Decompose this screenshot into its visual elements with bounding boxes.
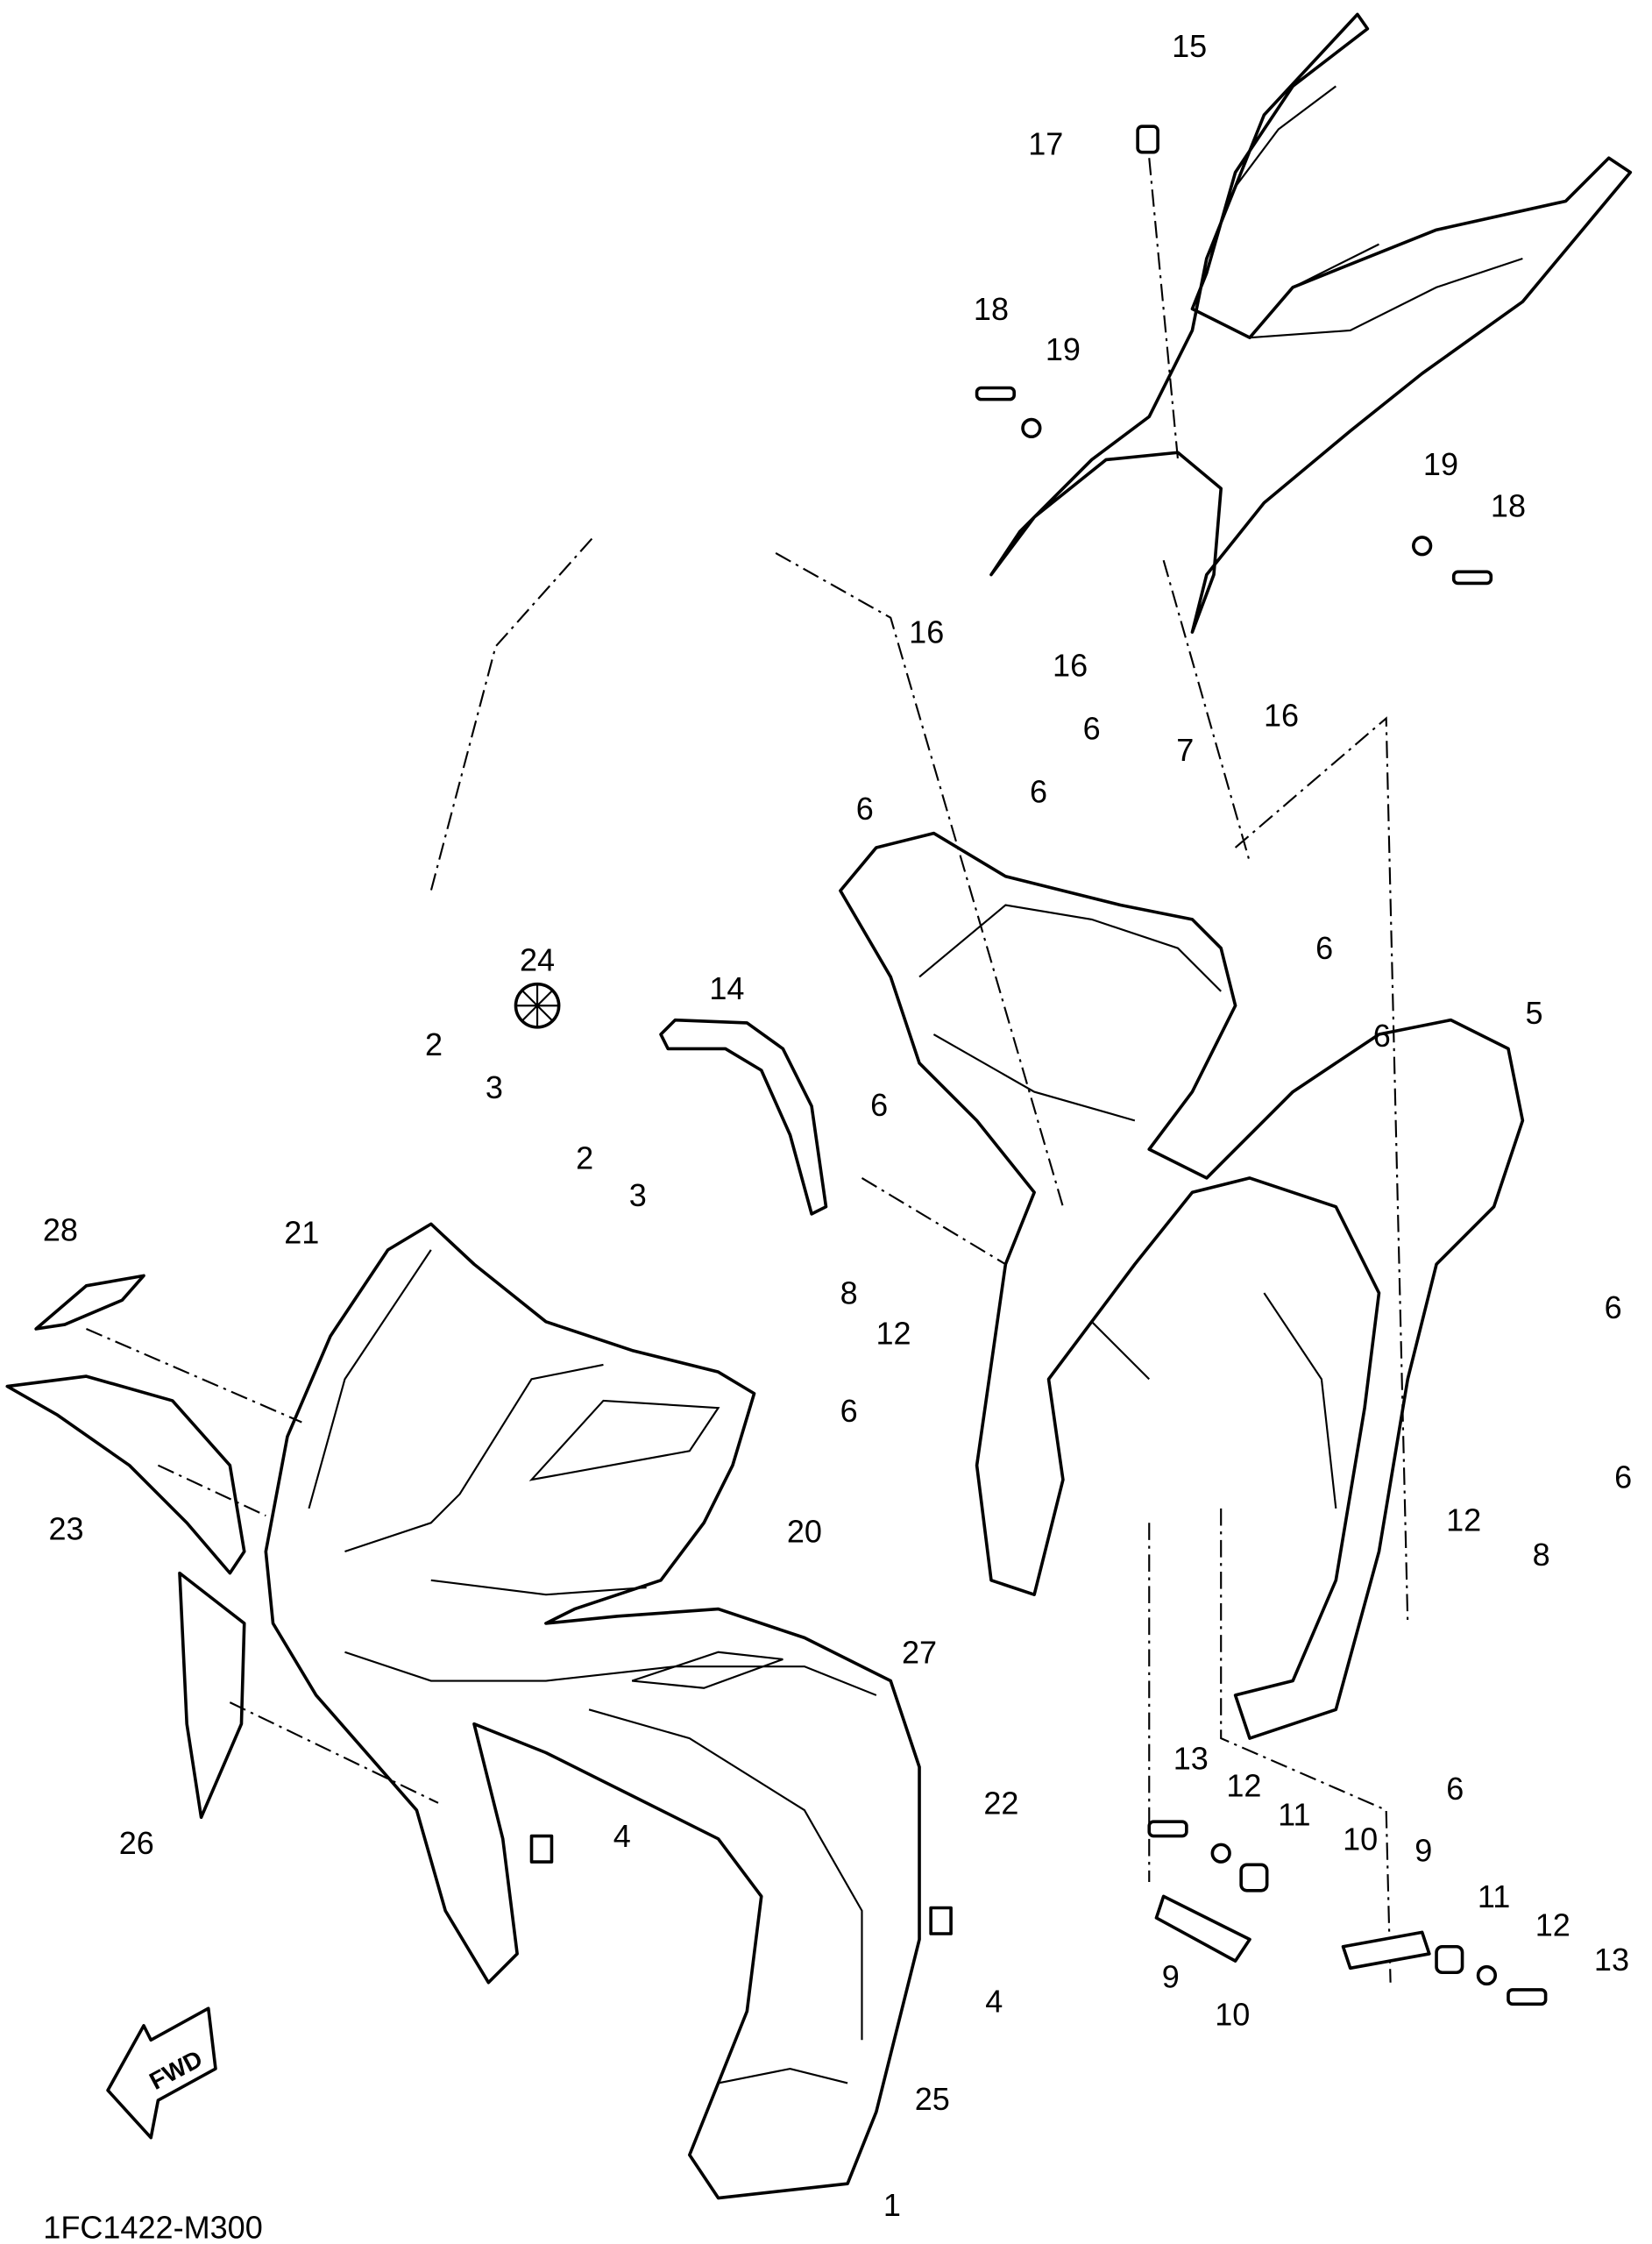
callout-6: 6	[1315, 930, 1333, 966]
assembly-lines	[86, 158, 1409, 1983]
callout-8: 8	[840, 1275, 858, 1311]
callout-12: 12	[876, 1315, 911, 1351]
callout-6: 6	[840, 1393, 858, 1429]
callout-16: 16	[1264, 698, 1299, 734]
callout-14: 14	[709, 970, 744, 1006]
decal-23-part	[5, 1374, 246, 1575]
callout-19: 19	[1423, 446, 1458, 482]
callout-16: 16	[1053, 647, 1088, 683]
callout-18: 18	[1491, 487, 1526, 523]
callout-1: 1	[883, 2187, 901, 2223]
callout-27: 27	[902, 1634, 937, 1670]
callout-6: 6	[1605, 1289, 1622, 1325]
emblem-part	[514, 982, 561, 1029]
callout-8: 8	[1533, 1537, 1550, 1573]
callout-6: 6	[1373, 1018, 1391, 1054]
callout-2: 2	[576, 1140, 593, 1175]
decal-28-part	[34, 1274, 145, 1331]
callout-9: 9	[1162, 1959, 1180, 1995]
callout-9: 9	[1414, 1832, 1432, 1868]
callout-6: 6	[1446, 1771, 1464, 1807]
callout-19: 19	[1046, 331, 1081, 367]
stay-part	[659, 1018, 828, 1216]
callout-13: 13	[1594, 1942, 1629, 1978]
callout-22: 22	[983, 1785, 1018, 1821]
callout-21: 21	[284, 1215, 319, 1251]
callout-6: 6	[1030, 774, 1047, 810]
front-cowling-part	[264, 1222, 921, 2200]
upper-cover-part	[989, 12, 1633, 634]
callout-4: 4	[985, 1984, 1003, 2020]
callout-13: 13	[1173, 1741, 1209, 1777]
callout-28: 28	[43, 1211, 78, 1247]
callout-12: 12	[1535, 1907, 1570, 1943]
callout-12: 12	[1446, 1502, 1481, 1537]
callout-15: 15	[1172, 28, 1207, 64]
callout-10: 10	[1343, 1821, 1378, 1857]
callout-16: 16	[909, 614, 944, 650]
callout-6: 6	[1083, 710, 1101, 746]
callout-25: 25	[915, 2081, 950, 2117]
callout-6: 6	[856, 791, 874, 827]
callout-3: 3	[629, 1177, 647, 1213]
callout-11: 11	[1478, 1878, 1510, 1914]
callout-18: 18	[974, 291, 1009, 327]
callout-3: 3	[486, 1069, 503, 1105]
callout-23: 23	[48, 1510, 83, 1546]
callout-2: 2	[425, 1026, 443, 1062]
callout-6: 6	[870, 1087, 888, 1123]
callout-7: 7	[1176, 732, 1194, 768]
decal-26-part	[178, 1571, 246, 1820]
callout-17: 17	[1028, 125, 1063, 161]
callout-26: 26	[119, 1825, 154, 1861]
callout-6: 6	[1614, 1459, 1632, 1495]
callout-labels: 1517181919181616166766665142423236812628…	[43, 28, 1632, 2223]
callout-20: 20	[787, 1514, 822, 1550]
callout-11: 11	[1278, 1796, 1310, 1832]
callout-5: 5	[1525, 995, 1542, 1031]
forward-arrow-icon: FWD	[106, 2006, 217, 2140]
callout-12: 12	[1226, 1768, 1261, 1804]
callout-10: 10	[1215, 1996, 1250, 2032]
fasteners	[529, 124, 1548, 2006]
callout-24: 24	[520, 941, 555, 977]
callout-4: 4	[613, 1818, 631, 1854]
diagram-code: 1FC1422-M300	[43, 2209, 262, 2244]
inner-panel-part	[839, 831, 1525, 1740]
